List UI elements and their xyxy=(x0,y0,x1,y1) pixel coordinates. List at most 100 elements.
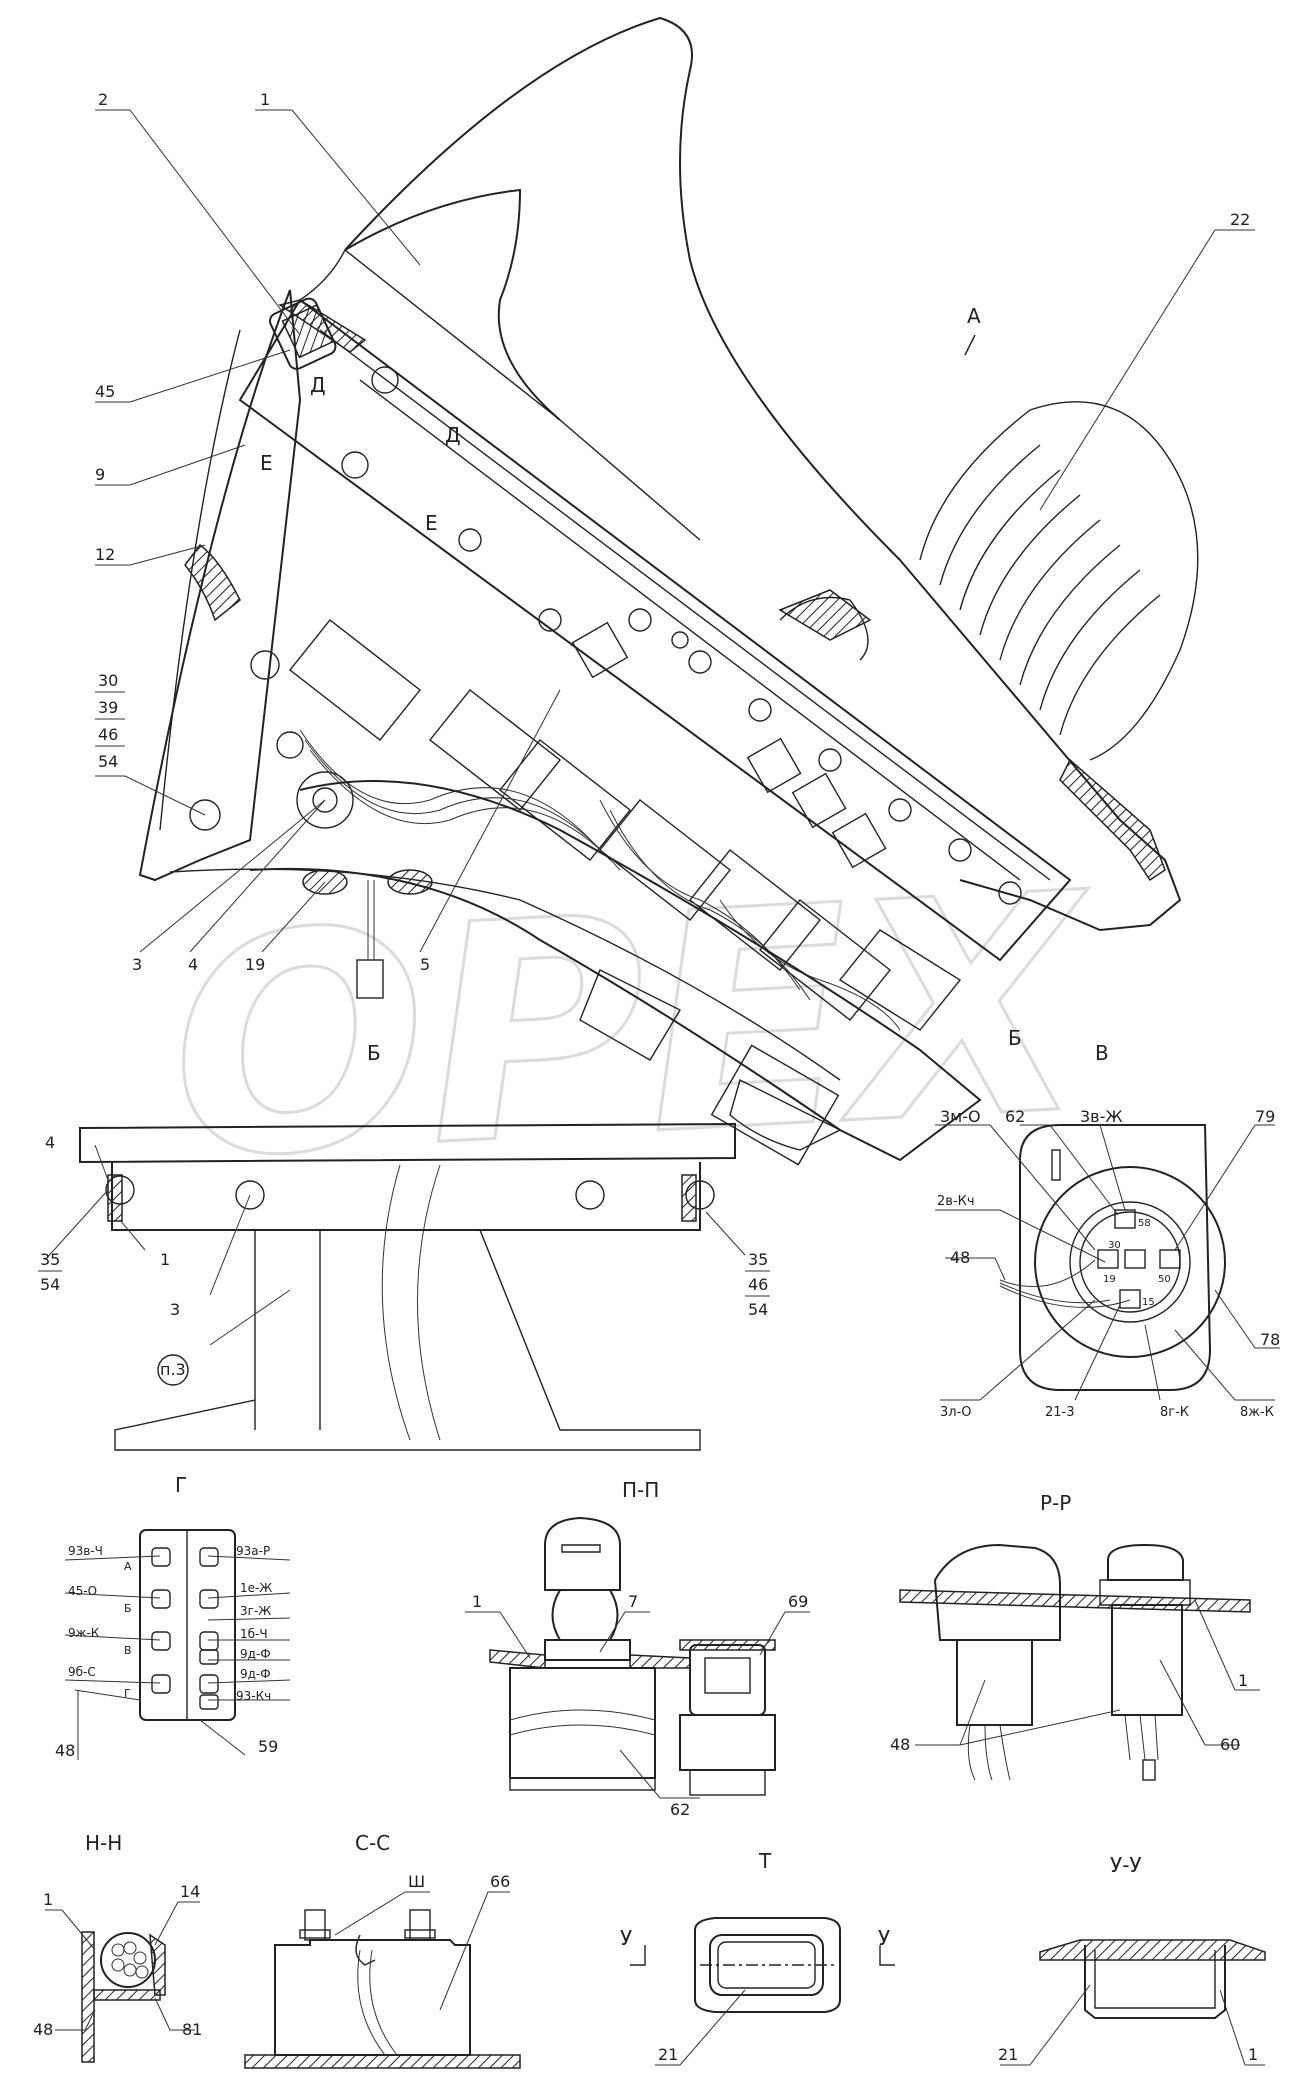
svg-text:П-П: П-П xyxy=(622,1478,659,1502)
callout-4-left: 4 xyxy=(45,1133,55,1152)
svg-text:93-Кч: 93-Кч xyxy=(236,1689,271,1703)
svg-text:93а-Р: 93а-Р xyxy=(236,1544,270,1558)
callout-5: 5 xyxy=(420,955,430,974)
callout-39: 39 xyxy=(98,698,118,717)
callout-4: 4 xyxy=(188,955,198,974)
svg-text:45-О: 45-О xyxy=(68,1584,97,1598)
svg-text:1: 1 xyxy=(472,1592,482,1611)
section-mark-E1: Е xyxy=(260,451,273,475)
view-t: Т У У 21 xyxy=(620,1849,895,2066)
svg-text:1б-Ч: 1б-Ч xyxy=(240,1627,268,1641)
svg-text:7: 7 xyxy=(628,1592,638,1611)
svg-text:9б-С: 9б-С xyxy=(68,1665,96,1679)
callout-46: 46 xyxy=(98,725,118,744)
svg-text:Р-Р: Р-Р xyxy=(1040,1491,1071,1515)
svg-text:3м-О: 3м-О xyxy=(940,1107,981,1126)
svg-text:81: 81 xyxy=(182,2020,202,2039)
svg-text:Г: Г xyxy=(175,1473,187,1497)
svg-text:30: 30 xyxy=(1108,1240,1121,1251)
svg-text:78: 78 xyxy=(1260,1330,1280,1349)
svg-text:1: 1 xyxy=(1238,1671,1248,1690)
section-pp: П-П 1 7 69 62 xyxy=(465,1478,810,1819)
callout-54-left: 54 xyxy=(40,1275,60,1294)
svg-text:62: 62 xyxy=(1005,1107,1025,1126)
svg-text:48: 48 xyxy=(33,2020,53,2039)
svg-text:1е-Ж: 1е-Ж xyxy=(240,1581,272,1595)
svg-text:8г-К: 8г-К xyxy=(1160,1405,1189,1420)
section-mark-E2: Е xyxy=(425,511,438,535)
view-v: В 58 30 19 50 15 3м-О 62 3 xyxy=(935,1041,1280,1420)
svg-text:66: 66 xyxy=(490,1872,510,1891)
svg-text:59: 59 xyxy=(258,1737,278,1756)
svg-text:Ш: Ш xyxy=(408,1872,425,1891)
section-uu: У-У 21 1 xyxy=(998,1853,1266,2066)
callout-9: 9 xyxy=(95,465,105,484)
bellows-part xyxy=(919,401,1199,761)
svg-text:9д-Ф: 9д-Ф xyxy=(240,1667,271,1681)
callout-2: 2 xyxy=(98,90,108,109)
svg-text:21: 21 xyxy=(658,2045,678,2064)
svg-text:21: 21 xyxy=(998,2045,1018,2064)
callout-45: 45 xyxy=(95,382,115,401)
svg-text:Н-Н: Н-Н xyxy=(85,1831,122,1855)
callout-12: 12 xyxy=(95,545,115,564)
svg-text:60: 60 xyxy=(1220,1735,1240,1754)
section-mark-B1: Б xyxy=(367,1041,381,1065)
callout-3-base: 3 xyxy=(170,1300,180,1319)
svg-text:Б: Б xyxy=(124,1602,132,1615)
svg-text:21-3: 21-3 xyxy=(1045,1405,1075,1420)
section-ss: С-С Ш 66 xyxy=(244,1831,521,2069)
svg-text:С-С: С-С xyxy=(355,1831,390,1855)
svg-text:У-У: У-У xyxy=(1110,1853,1142,1877)
callout-54: 54 xyxy=(98,752,118,771)
section-mark-A: А xyxy=(967,304,981,328)
svg-text:48: 48 xyxy=(55,1741,75,1760)
svg-text:14: 14 xyxy=(180,1882,200,1901)
callout-22: 22 xyxy=(1230,210,1250,229)
view-v-title: В xyxy=(1095,1041,1109,1065)
svg-text:50: 50 xyxy=(1158,1274,1171,1285)
svg-text:15: 15 xyxy=(1142,1297,1155,1308)
callout-54-right: 54 xyxy=(748,1300,768,1319)
svg-text:79: 79 xyxy=(1255,1107,1275,1126)
callout-46-right: 46 xyxy=(748,1275,768,1294)
svg-text:3в-Ж: 3в-Ж xyxy=(1080,1107,1123,1126)
section-mark-B2: Б xyxy=(1008,1026,1022,1050)
svg-text:69: 69 xyxy=(788,1592,808,1611)
svg-text:9д-Ф: 9д-Ф xyxy=(240,1647,271,1661)
callout-30: 30 xyxy=(98,671,118,690)
svg-text:58: 58 xyxy=(1138,1218,1151,1229)
knob-part xyxy=(269,297,337,370)
callout-1: 1 xyxy=(260,90,270,109)
main-assembly-view: п.3 А Д Д Е Е Б Б 1 xyxy=(38,16,1255,1451)
svg-text:У: У xyxy=(878,1926,890,1950)
svg-text:48: 48 xyxy=(950,1248,970,1267)
svg-text:93в-Ч: 93в-Ч xyxy=(68,1544,103,1558)
svg-text:19: 19 xyxy=(1103,1274,1116,1285)
svg-text:8ж-К: 8ж-К xyxy=(1240,1405,1274,1420)
svg-text:Г: Г xyxy=(124,1687,131,1700)
svg-text:1: 1 xyxy=(1248,2045,1258,2064)
svg-text:62: 62 xyxy=(670,1800,690,1819)
watermark: ОРЕХ xyxy=(163,829,1104,1226)
callout-35-left: 35 xyxy=(40,1250,60,1269)
svg-text:В: В xyxy=(124,1644,132,1657)
callout-3: 3 xyxy=(132,955,142,974)
svg-text:У: У xyxy=(620,1926,632,1950)
callout-35-right: 35 xyxy=(748,1250,768,1269)
svg-text:2в-Кч: 2в-Кч xyxy=(937,1194,975,1209)
section-mark-D2: Д xyxy=(445,423,461,447)
section-rr: Р-Р 1 48 60 xyxy=(890,1491,1260,1781)
section-mark-D1: Д xyxy=(310,373,326,397)
svg-text:1: 1 xyxy=(43,1890,53,1909)
svg-text:3г-Ж: 3г-Ж xyxy=(240,1604,271,1618)
view-g: Г А Б В Г 93в-Ч 45-О 9ж-К 9б-С 93а-Р 1е-… xyxy=(55,1473,291,1760)
svg-text:3л-О: 3л-О xyxy=(940,1405,972,1420)
section-nn: Н-Н 1 14 48 81 xyxy=(33,1831,202,2063)
svg-text:9ж-К: 9ж-К xyxy=(68,1626,100,1640)
callout-19: 19 xyxy=(245,955,265,974)
callout-main-p3: п.3 xyxy=(160,1360,186,1379)
svg-text:А: А xyxy=(124,1560,132,1573)
svg-text:Т: Т xyxy=(758,1849,772,1873)
